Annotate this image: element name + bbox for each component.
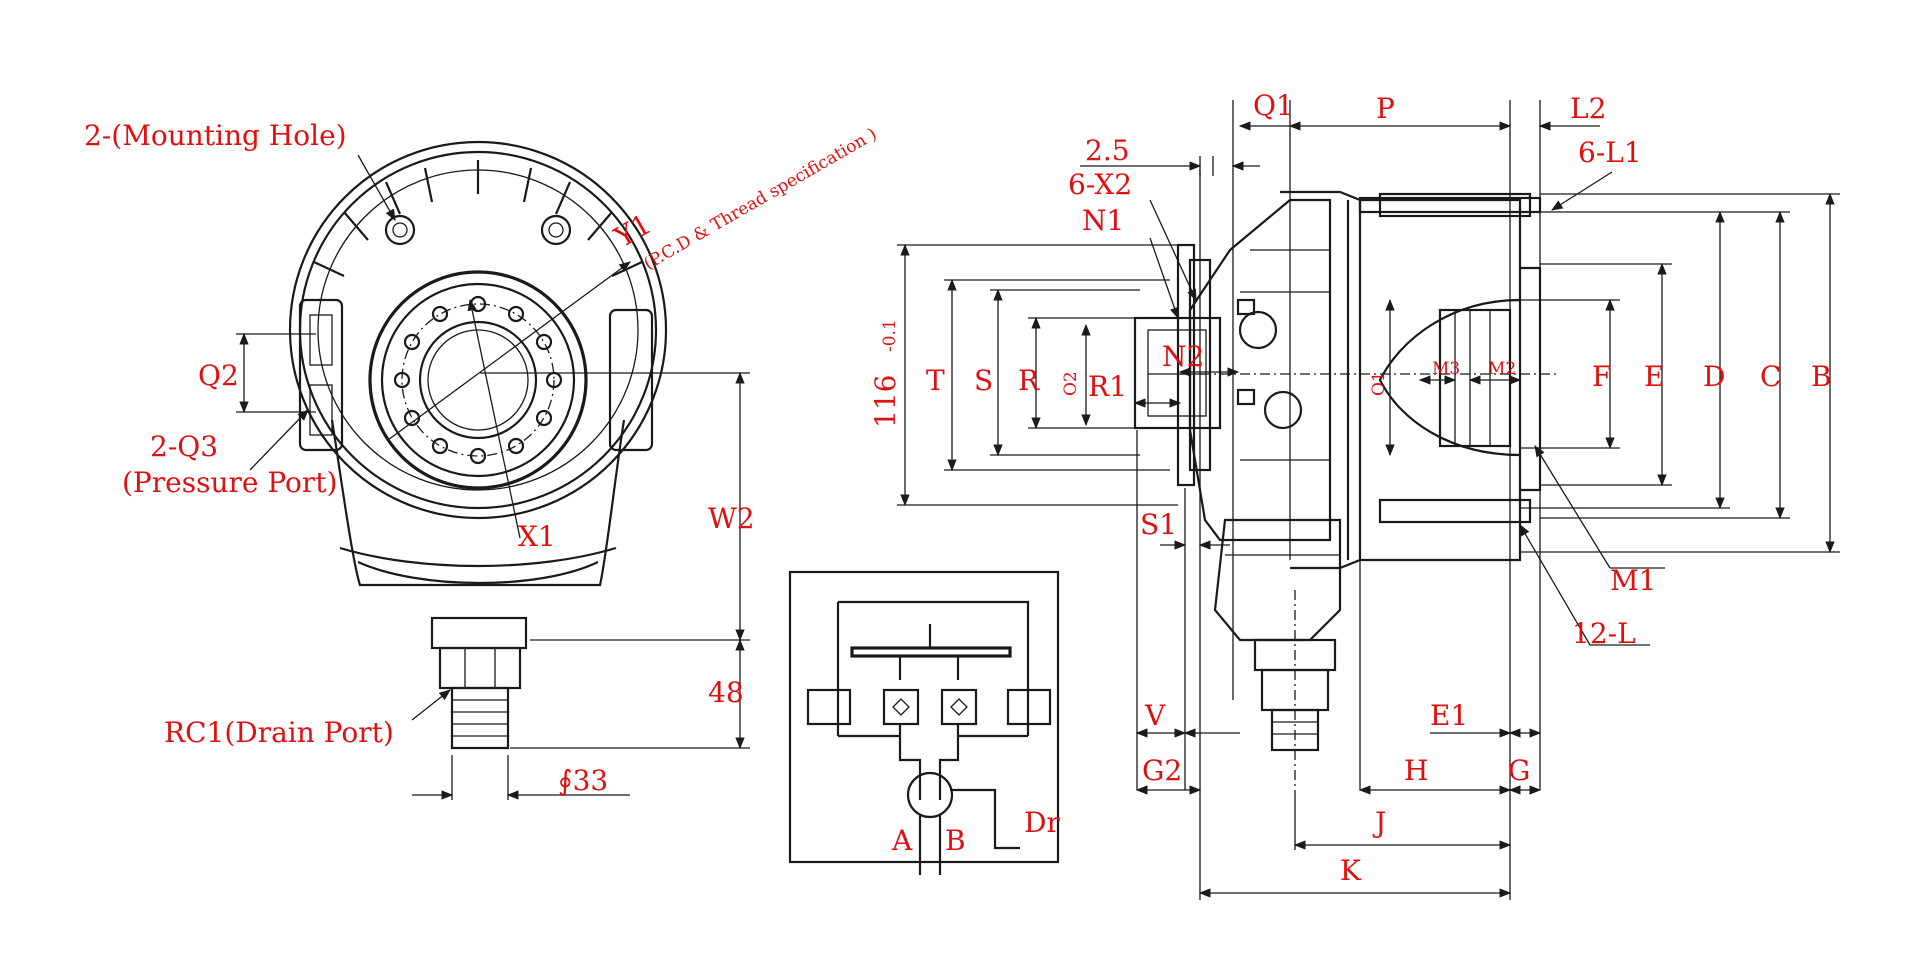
m3-label: M3 [1432,359,1460,379]
phi33-label: ∮33 [558,764,608,797]
dim-48-label: 48 [708,676,744,709]
front-view [236,140,750,800]
o2-label: O2 [1061,371,1081,396]
mounting-hole-label: 2-(Mounting Hole) [84,119,347,152]
p-label: P [1376,92,1395,125]
n1-label: N1 [1082,204,1124,237]
pressure-port-label: (Pressure Port) [122,466,337,499]
d-label: D [1703,360,1725,393]
q2-label: Q2 [198,359,239,392]
e1-label: E1 [1430,699,1468,732]
6-l1-label: 6-L1 [1578,136,1642,169]
n2-label: N2 [1162,340,1204,373]
side-view [897,100,1840,900]
o1-label: O1 [1369,371,1389,396]
e-label: E [1644,360,1664,393]
dim-2-5-label: 2.5 [1085,134,1130,167]
k-label: K [1340,854,1362,887]
f-label: F [1592,360,1611,393]
port-b-label: B [945,824,966,857]
pcd-thread-label: (P.C.D & Thread specification ) [641,124,881,274]
v-label: V [1144,699,1166,732]
w2-label: W2 [708,502,755,535]
s1-label: S1 [1140,508,1177,541]
t-label: T [926,364,945,397]
q3-label: 2-Q3 [150,430,218,463]
h-label: H [1404,754,1428,787]
s-label: S [974,364,993,397]
12-l-label: 12-L [1572,617,1636,650]
g-label: G [1508,754,1530,787]
dim-116-tolerance: -0.1 [880,319,900,352]
m2-label: M2 [1488,359,1516,379]
q1-label: Q1 [1253,89,1294,122]
6-x2-label: 6-X2 [1068,168,1132,201]
b-label: B [1811,360,1832,393]
c-label: C [1760,360,1781,393]
l2-label: L2 [1570,92,1606,125]
port-dr-label: Dr [1024,806,1060,839]
rc1-drain-port-label: RC1(Drain Port) [164,716,394,749]
dim-116-label: 116 [869,375,902,428]
r-label: R [1018,364,1040,397]
hydraulic-schematic [788,570,1060,875]
m1-label: M1 [1610,564,1656,597]
g2-label: G2 [1142,754,1182,787]
port-a-label: A [891,824,913,857]
j-label: J [1372,806,1386,839]
r1-label: R1 [1088,370,1127,403]
x1-label: X1 [518,520,556,553]
